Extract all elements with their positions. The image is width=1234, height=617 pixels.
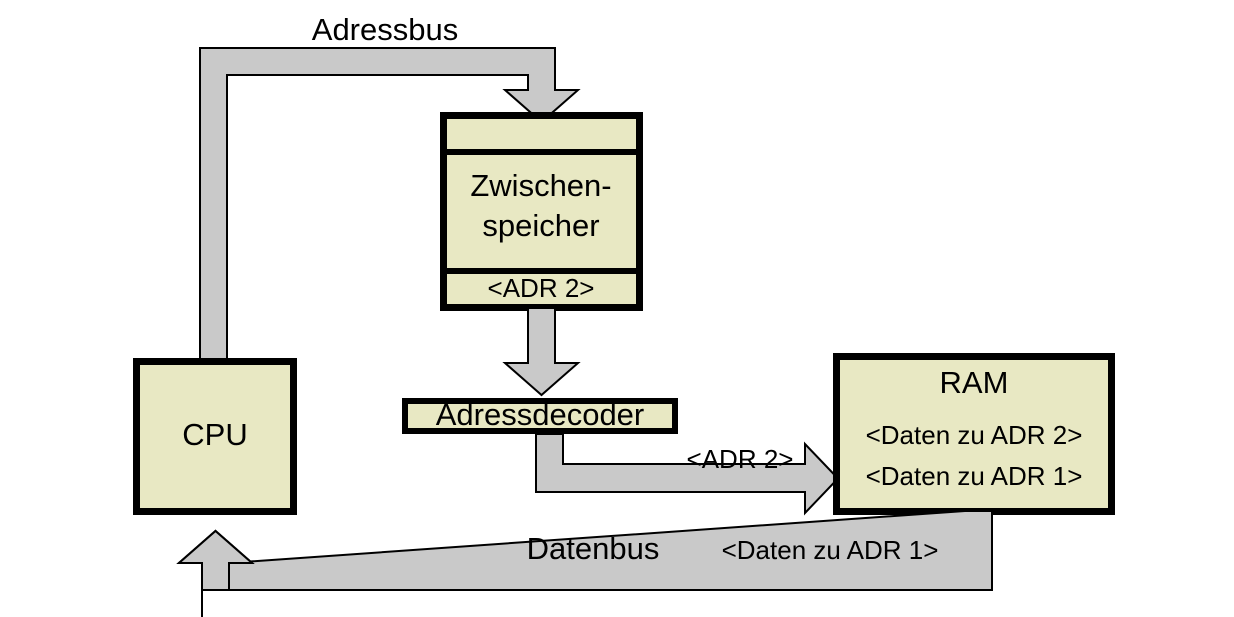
- adressdecoder-outline: [402, 398, 678, 434]
- adressdecoder-label: Adressdecoder: [436, 397, 645, 432]
- zwischenspeicher-label-line1: Zwischen-: [470, 168, 611, 203]
- ram-row-1: <Daten zu ADR 2>: [866, 420, 1083, 450]
- zwischenspeicher-label-line2: speicher: [482, 208, 599, 243]
- decoder-to-ram-connector: [535, 433, 840, 516]
- datenbus-label: Datenbus: [527, 531, 660, 566]
- datenbus-riser-path: [176, 529, 255, 591]
- cpu-label: CPU: [182, 417, 247, 452]
- decoder-to-ram-label: <ADR 2>: [687, 444, 794, 474]
- cpu-outline: [133, 358, 297, 515]
- adressdecoder-box[interactable]: [402, 398, 678, 434]
- ram-label: RAM: [940, 365, 1009, 400]
- zwischenspeicher-to-decoder-connector: [502, 307, 581, 397]
- zwischenspeicher-to-decoder-path: [502, 307, 581, 397]
- cpu-box[interactable]: [133, 358, 297, 515]
- datenbus-payload-label: <Daten zu ADR 1>: [722, 535, 939, 565]
- decoder-to-ram-path: [535, 433, 840, 516]
- adressbus-label: Adressbus: [312, 12, 458, 47]
- zwischenspeicher-adr-value: <ADR 2>: [488, 273, 595, 303]
- datenbus-connector: [176, 510, 993, 617]
- ram-row-2: <Daten zu ADR 1>: [866, 461, 1083, 491]
